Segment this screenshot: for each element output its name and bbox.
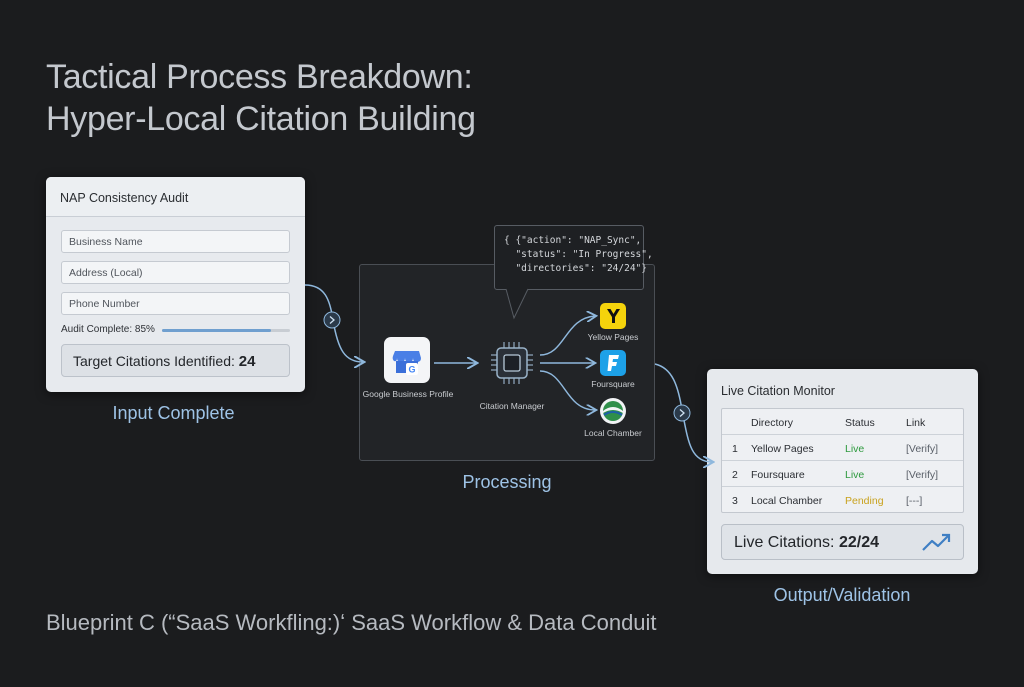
yellow-pages-label: Yellow Pages [587,332,639,342]
audit-progress-fill [162,329,271,332]
flow-node-icon [673,404,691,422]
live-citations-label: Live Citations: [734,534,835,551]
gbp-label: Google Business Profile [362,389,454,399]
blueprint-footer: Blueprint C (“SaaS Workfling:)ʻ SaaS Wor… [46,610,657,635]
trend-up-icon [922,533,951,551]
column-header-status: Status [845,417,875,429]
json-line-3: "directories": "24/24"} [504,263,647,274]
local-chamber-icon [600,398,626,424]
flow-node-icon [323,311,341,329]
json-status-bubble: { {"action": "NAP_Sync", "status": "In P… [494,225,653,290]
audit-progress-row: Audit Complete: 85% [61,324,290,338]
page-title: Tactical Process Breakdown: Hyper-Local … [46,56,476,140]
nap-audit-header: NAP Consistency Audit [46,177,305,217]
table-row: 2 Foursquare Live [Verify] [722,461,963,487]
row-status-live: Live [845,469,865,481]
table-row: 1 Yellow Pages Live [Verify] [722,435,963,461]
row-directory: Foursquare [751,469,805,481]
target-citations-label: Target Citations Identified: [73,353,235,369]
local-chamber-label: Local Chamber [584,428,642,438]
json-line-1: { {"action": "NAP_Sync", [504,235,642,246]
audit-progress-label: Audit Complete: 85% [61,324,155,335]
output-caption: Output/Validation [773,585,911,605]
chip-icon [488,339,536,387]
live-citations-value: 22/24 [838,534,879,551]
svg-text:G: G [408,365,415,375]
live-citation-monitor-card: Live Citation Monitor Directory Status L… [707,369,978,574]
connector-input-to-processing [304,284,363,362]
table-row: 3 Local Chamber Pending [---] [722,487,963,513]
row-directory: Local Chamber [751,495,823,507]
phone-number-field[interactable]: Phone Number [61,292,290,315]
verify-link[interactable]: [Verify] [906,469,939,481]
row-number: 3 [732,495,738,507]
target-citations-box: Target Citations Identified: 24 [61,344,290,377]
monitor-header: Live Citation Monitor [721,384,835,398]
live-citations-box: Live Citations: 22/24 [721,524,964,560]
title-line-1: Tactical Process Breakdown: [46,58,473,96]
audit-progress-track [162,329,290,332]
address-field[interactable]: Address (Local) [61,261,290,284]
citation-manager-label: Citation Manager [479,401,545,411]
row-directory: Yellow Pages [751,443,814,455]
input-caption: Input Complete [112,403,235,423]
column-header-directory: Directory [751,417,794,429]
connector-processing-to-output [654,363,712,462]
foursquare-label: Foursquare [591,379,635,389]
google-business-icon: G [384,337,430,383]
target-citations-value: 24 [238,353,256,370]
verify-link[interactable]: [Verify] [906,443,939,455]
processing-caption: Processing [462,472,552,492]
yellow-pages-icon [600,303,626,329]
row-number: 2 [732,469,738,481]
nap-audit-card: NAP Consistency Audit Business Name Addr… [46,177,305,392]
column-header-link: Link [906,417,926,429]
business-name-field[interactable]: Business Name [61,230,290,253]
foursquare-icon [600,350,626,376]
json-line-2: "status": "In Progress", [504,249,653,260]
row-number: 1 [732,443,738,455]
pending-link: [---] [906,495,923,507]
citation-table: Directory Status Link 1 Yellow Pages Liv… [721,408,964,513]
table-header-row: Directory Status Link [722,409,963,435]
title-line-2: Hyper-Local Citation Building [46,100,476,138]
row-status-pending: Pending [845,495,884,507]
row-status-live: Live [845,443,865,455]
